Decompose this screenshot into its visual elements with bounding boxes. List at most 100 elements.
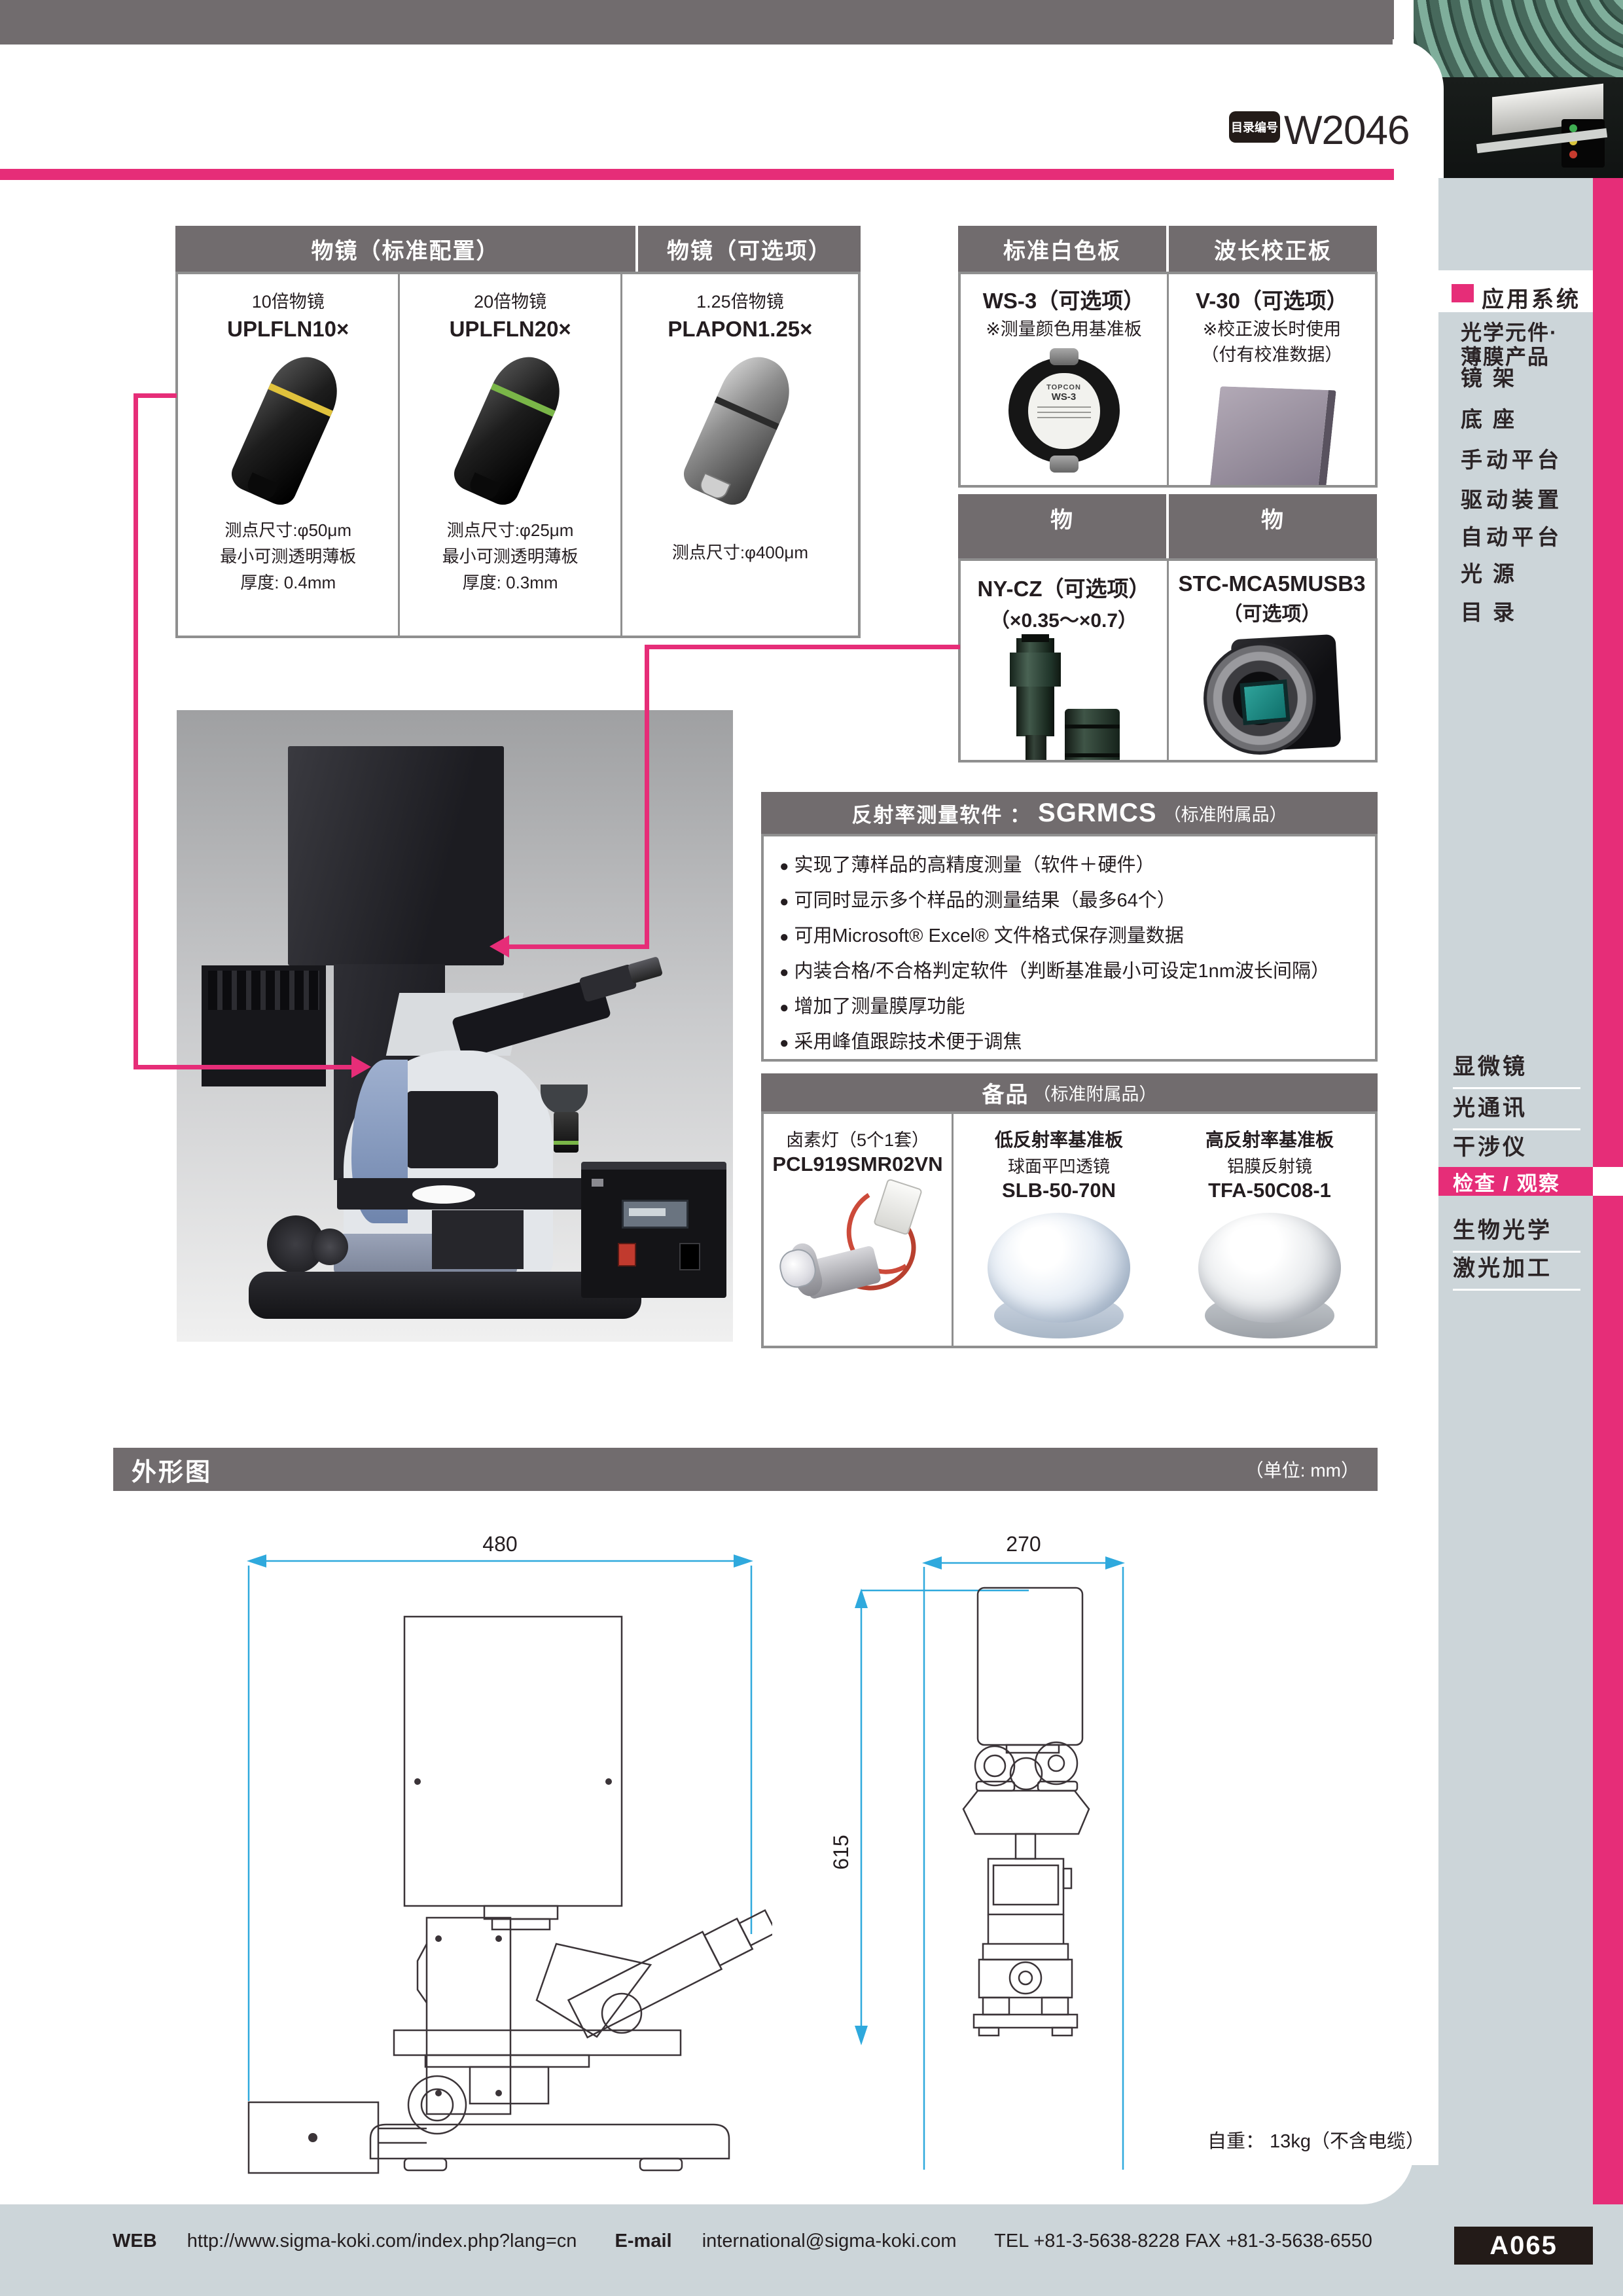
bullet-icon: ● [779,1034,789,1052]
sidebar-title-row: 应用系统 [1438,278,1593,312]
sidebar-item-microscopes[interactable]: 显微镜 [1453,1049,1580,1089]
feature-item: ●采用峰值跟踪技术便于调焦 [779,1031,1022,1052]
product-photo [177,710,733,1342]
callout-line-objective [134,393,177,398]
sidebar-nav: 应用系统 光学元件· 薄膜产品 镜架 底座 手动平台 驱动装置 自动平台 光源 … [1438,0,1623,2296]
software-title-model: SGRMCS [1038,798,1157,827]
sidebar-item-inspection-active[interactable]: 检查 / 观察 [1438,1167,1593,1196]
sidebar-item-interferometers[interactable]: 干涉仪 [1453,1129,1580,1170]
outline-drawing-side-view: 480 [247,1532,772,2174]
software-title-suffix: （标准附属品） [1163,804,1287,825]
sidebar-item-optical-comm[interactable]: 光通讯 [1453,1090,1580,1130]
stc-cell: STC-MCA5MUSB3 （可选项） [1167,561,1375,760]
catalog-number: W2046 [1284,108,1410,153]
objective-model: PLAPON1.25× [668,317,813,341]
substage-unit [432,1210,524,1269]
objective-cell-10x: 10倍物镜 UPLFLN10× 测点尺寸:φ50μm 最小可测透明薄板 厚度: … [178,274,398,636]
spares-title: 备品 [982,1082,1029,1107]
callout-arrow-eyepiece [490,935,509,958]
spares-header: 备品 （标准附属品） [761,1073,1378,1111]
feature-item: ●内装合格/不合格判定软件（判断基准最小可设定1nm波长间隔） [779,961,1330,982]
stage [337,1178,625,1210]
outline-title: 外形图 [132,1458,213,1486]
v30-note1: ※校正波长时使用 [1202,319,1342,339]
pink-square-icon [1452,284,1474,302]
bullet-icon: ● [779,893,789,910]
objective-spec: 最小可测透明薄板 [442,547,579,566]
adapters-table: 物 物 NY-CZ（可选项） （×0.35～×0.7） STC-MCA5MUSB… [958,494,1378,762]
sidebar-item-manual-stages[interactable]: 手动平台 [1461,448,1563,472]
lamp-model: PCL919SMR02VN [772,1153,943,1175]
plates-header-wavelength: 波长校正板 [1169,226,1377,272]
v30-cell: V-30（可选项） ※校正波长时使用 （付有校准数据） [1167,274,1375,485]
ws3-tab [1049,456,1079,473]
ws3-tab [1049,348,1079,365]
outline-drawing-front-view: 270 615 [831,1532,1125,2170]
ws3-cell: WS-3（可选项） ※测量颜色用基准板 TOPCON WS-3 [961,274,1167,485]
objectives-header-optional: 物镜（可选项） [638,226,861,272]
ws3-plate-image: TOPCON WS-3 [1002,348,1126,473]
reference-plates-table: 标准白色板 波长校正板 WS-3（可选项） ※测量颜色用基准板 TOPCON W… [958,226,1378,488]
outline-section-header: 外形图 （单位: mm） [113,1448,1378,1491]
software-section: 反射率测量软件 ： SGRMCS （标准附属品） ●实现了薄样品的高精度测量（软… [761,792,1378,1062]
objective-spec: 测点尺寸:φ400μm [671,543,808,562]
sidebar-item-bio-optics[interactable]: 生物光学 [1453,1212,1580,1253]
psu-power-switch [679,1243,700,1270]
objective-lens-20x-image [448,346,572,514]
sidebar-item-optics-line2[interactable]: 薄膜产品 [1461,345,1550,368]
callout-line-eyepiece [509,944,649,949]
bullet-icon: ● [779,857,789,875]
mounted-objective [554,1112,579,1153]
corner-photo [1414,0,1623,178]
nycz-model: NY-CZ（可选项） [977,577,1150,601]
callout-line-objective [134,393,138,1069]
bullet-icon: ● [779,963,789,981]
web-url: http://www.sigma-koki.com/index.php?lang… [187,2231,577,2251]
objective-lens-125x-image [679,346,802,514]
microscope-base [249,1272,641,1319]
eyepiece-tip [627,956,664,984]
spares-title-sub: （标准附属品） [1033,1084,1157,1104]
sidebar-accent-strip [1593,178,1623,2296]
software-feature-list: ●实现了薄样品的高精度测量（软件＋硬件） ●可同时显示多个样品的测量结果（最多6… [761,834,1378,1062]
adapters-header-left: 物 [958,494,1166,558]
strip-gap-active [1593,1167,1623,1196]
page-number-badge: A065 [1454,2227,1593,2265]
dimension-615: 615 [831,1835,853,1869]
sidebar-item-mounts[interactable]: 镜架 [1461,366,1525,390]
objective-cell-20x: 20倍物镜 UPLFLN20× 测点尺寸:φ25μm 最小可测透明薄板 厚度: … [398,274,620,636]
sidebar-item-bases[interactable]: 底座 [1461,407,1525,431]
tfa-mirror-image [1194,1213,1345,1341]
footer-contact-line: WEB http://www.sigma-koki.com/index.php?… [113,2231,1372,2252]
sidebar-item-catalog[interactable]: 目录 [1461,600,1525,624]
v30-plate-image [1207,386,1336,485]
stc-model: STC-MCA5MUSB3 [1178,571,1366,596]
objective-model: UPLFLN20× [449,317,571,341]
nycz-cell: NY-CZ（可选项） （×0.35～×0.7） [961,561,1167,760]
v30-note2: （付有校准数据） [1201,345,1343,365]
objectives-header-standard: 物镜（标准配置） [175,226,635,272]
callout-line-eyepiece [645,645,960,649]
sidebar-item-light-sources[interactable]: 光源 [1461,562,1525,586]
spectrometer-head-unit [288,746,504,965]
v30-model: V-30（可选项） [1196,289,1348,313]
sidebar-item-laser-processing[interactable]: 激光加工 [1453,1250,1580,1291]
dimension-480: 480 [482,1532,517,1556]
ws3-model: WS-3（可选项） [982,289,1145,313]
nycz-range: （×0.35～×0.7） [990,610,1138,632]
sidebar-item-actuators[interactable]: 驱动装置 [1461,488,1563,512]
sidebar-item-optics-line1[interactable]: 光学元件· [1461,321,1558,344]
objective-spec: 测点尺寸:φ50μm [224,520,352,540]
feature-item: ●可同时显示多个样品的测量结果（最多64个） [779,890,1176,911]
objective-spec: 厚度: 0.3mm [462,573,558,592]
catalog-number-badge: 目录编号 [1229,111,1280,143]
sidebar-title: 应用系统 [1482,287,1581,312]
feature-item: ●可用Microsoft® Excel® 文件格式保存测量数据 [779,925,1184,946]
lamp-name: 卤素灯（5个1套） [785,1130,930,1150]
sidebar-item-motorized-stages[interactable]: 自动平台 [1461,525,1563,549]
adapters-header-right: 物 [1169,494,1377,558]
bullet-icon: ● [779,999,789,1016]
nycz-adapter-image [982,634,1146,760]
callout-line-eyepiece [645,645,649,949]
stc-note: （可选项） [1222,603,1321,625]
